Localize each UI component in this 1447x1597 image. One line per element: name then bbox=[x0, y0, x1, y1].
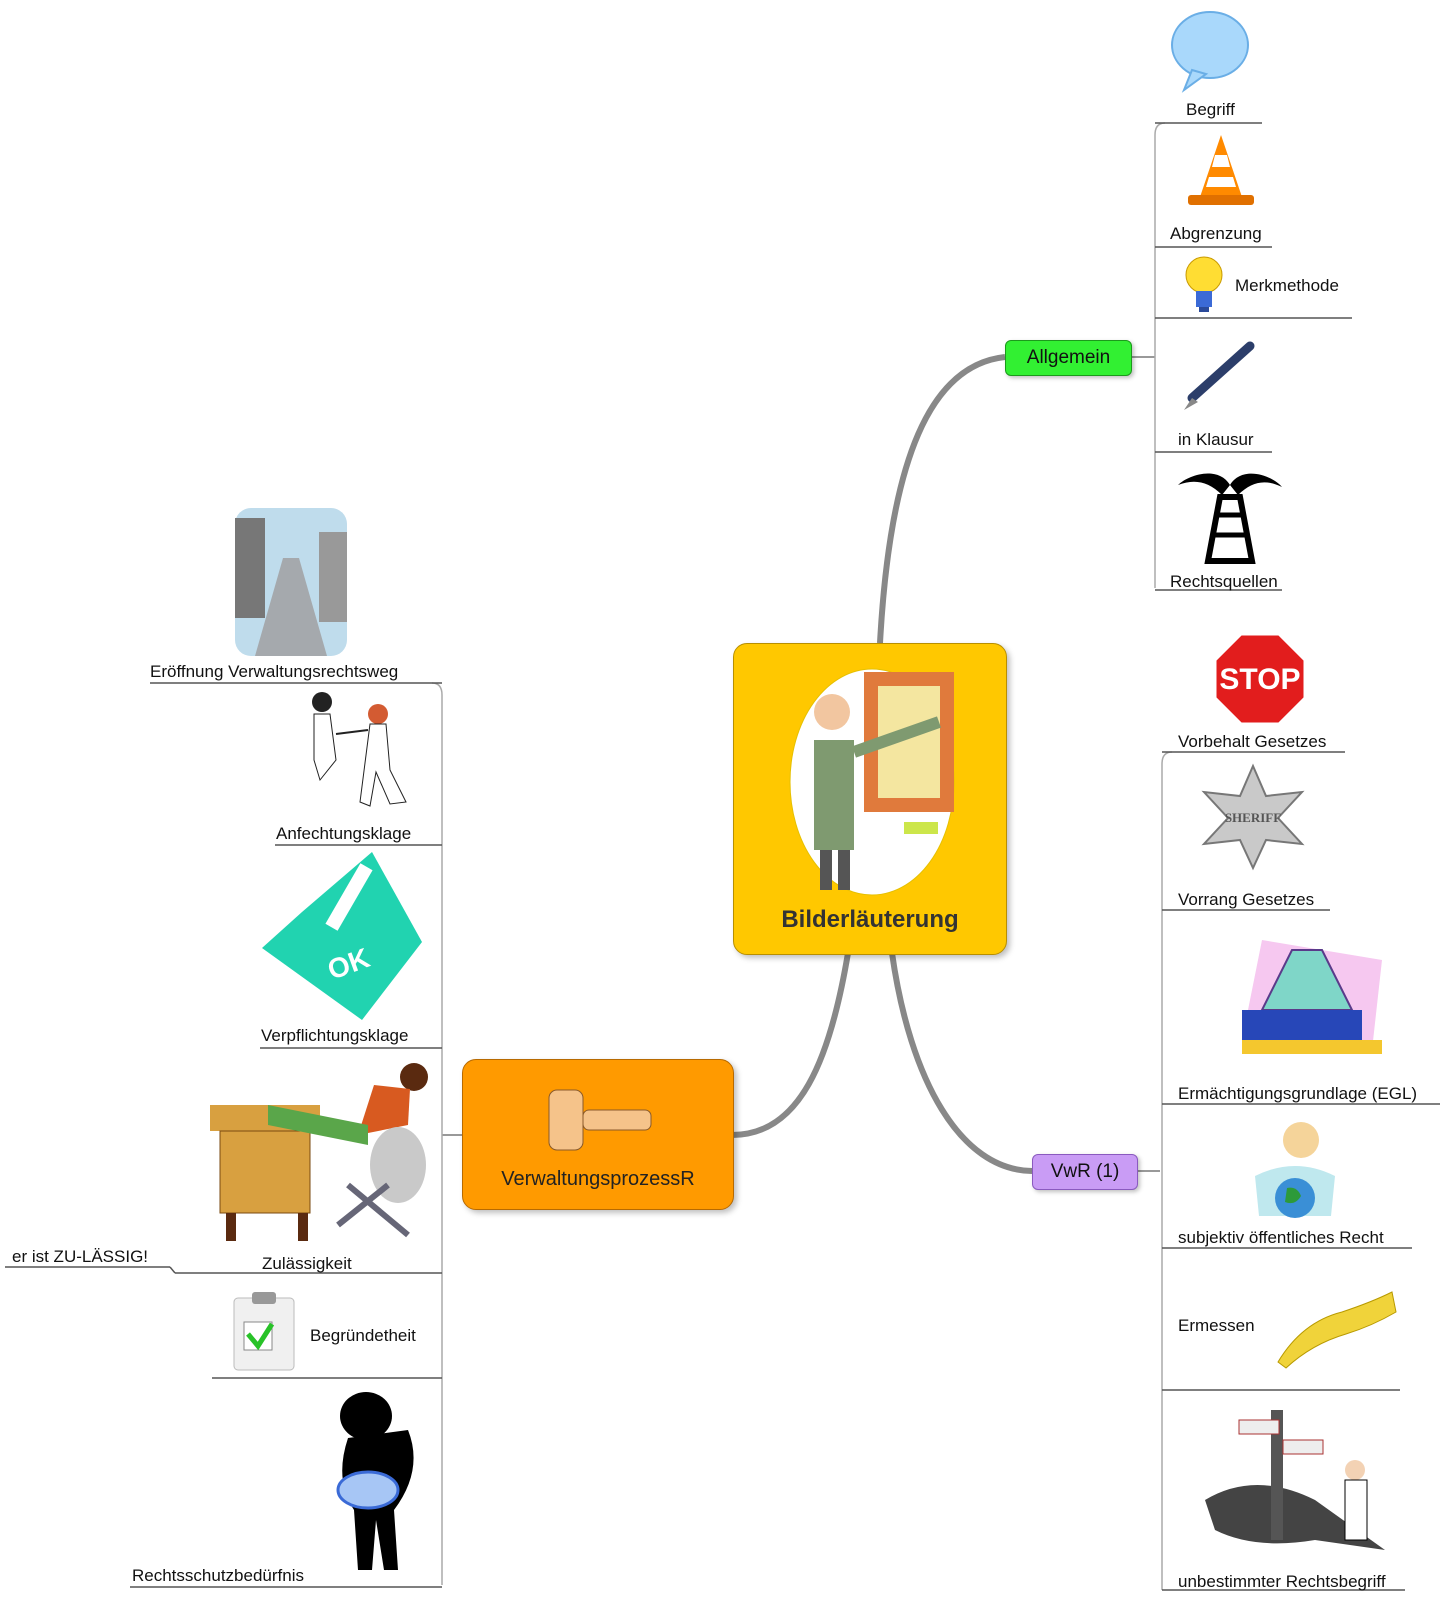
item-label-vorbehalt-gesetzes[interactable]: Vorbehalt Gesetzes bbox=[1178, 732, 1327, 751]
gavel-icon bbox=[548, 1089, 652, 1151]
topic-vwr[interactable]: VwR (1) bbox=[1032, 1154, 1138, 1190]
measuring-tape-icon bbox=[1277, 1291, 1397, 1369]
sheriff-badge-text: SHERIFF bbox=[1225, 810, 1281, 825]
item-label-subjektiv[interactable]: subjektiv öffentliches Recht bbox=[1178, 1228, 1384, 1247]
item-label-rechtsquellen[interactable]: Rechtsquellen bbox=[1170, 572, 1278, 591]
item-label-in-klausur[interactable]: in Klausur bbox=[1178, 430, 1254, 449]
topic-verwaltungsprozessr[interactable]: VerwaltungsprozessR bbox=[462, 1059, 734, 1210]
relaxed-man-desk-icon bbox=[210, 1063, 428, 1241]
stop-sign-text: STOP bbox=[1219, 663, 1300, 696]
item-label-unbestimmter[interactable]: unbestimmter Rechtsbegriff bbox=[1178, 1572, 1386, 1591]
item-label-zulaessigkeit[interactable]: Zulässigkeit bbox=[262, 1254, 352, 1273]
ok-stamp-icon: OK bbox=[262, 852, 422, 1020]
oil-well-icon bbox=[1178, 473, 1282, 564]
item-label-anfechtungsklage[interactable]: Anfechtungsklage bbox=[276, 824, 412, 843]
note-zu-laessig[interactable]: er ist ZU-LÄSSIG! bbox=[12, 1247, 149, 1266]
presenter-icon bbox=[789, 668, 955, 896]
item-label-begruendetheit[interactable]: Begründetheit bbox=[310, 1326, 416, 1345]
topic-title: VerwaltungsprozessR bbox=[501, 1168, 695, 1190]
figure-with-baby-icon bbox=[336, 1392, 414, 1570]
item-label-verpflichtungsklage[interactable]: Verpflichtungsklage bbox=[261, 1026, 409, 1045]
item-label-begriff[interactable]: Begriff bbox=[1186, 100, 1235, 119]
clipboard-check-icon bbox=[233, 1292, 295, 1371]
speech-bubble-icon bbox=[1171, 11, 1249, 93]
roman-road-icon bbox=[235, 508, 347, 656]
stop-sign-icon: STOP bbox=[1213, 632, 1307, 726]
item-label-merkmethode[interactable]: Merkmethode bbox=[1235, 276, 1339, 295]
item-label-abgrenzung[interactable]: Abgrenzung bbox=[1170, 224, 1262, 243]
item-label-vorrang-gesetzes[interactable]: Vorrang Gesetzes bbox=[1178, 890, 1315, 909]
fountain-pen-icon bbox=[1184, 341, 1255, 410]
item-label-eroeffnung[interactable]: Eröffnung Verwaltungsrechtsweg bbox=[150, 662, 399, 681]
woman-holding-globe-icon bbox=[1255, 1122, 1335, 1218]
central-title: Bilderläuterung bbox=[781, 906, 959, 933]
item-label-rechtsschutzbeduerfnis[interactable]: Rechtsschutzbedürfnis bbox=[132, 1566, 304, 1585]
fencing-icon bbox=[312, 692, 407, 807]
light-bulb-icon bbox=[1185, 256, 1223, 312]
house-of-cards-book-icon bbox=[1242, 940, 1382, 1054]
central-topic[interactable]: Bilderläuterung bbox=[733, 643, 1007, 955]
item-label-ermessen[interactable]: Ermessen bbox=[1178, 1316, 1255, 1335]
traffic-cone-icon bbox=[1188, 135, 1254, 205]
signpost-man-icon bbox=[1205, 1410, 1385, 1550]
topic-allgemein[interactable]: Allgemein bbox=[1005, 340, 1132, 376]
sheriff-star-icon: SHERIFF bbox=[1201, 763, 1305, 871]
item-label-egl[interactable]: Ermächtigungsgrundlage (EGL) bbox=[1178, 1084, 1418, 1103]
